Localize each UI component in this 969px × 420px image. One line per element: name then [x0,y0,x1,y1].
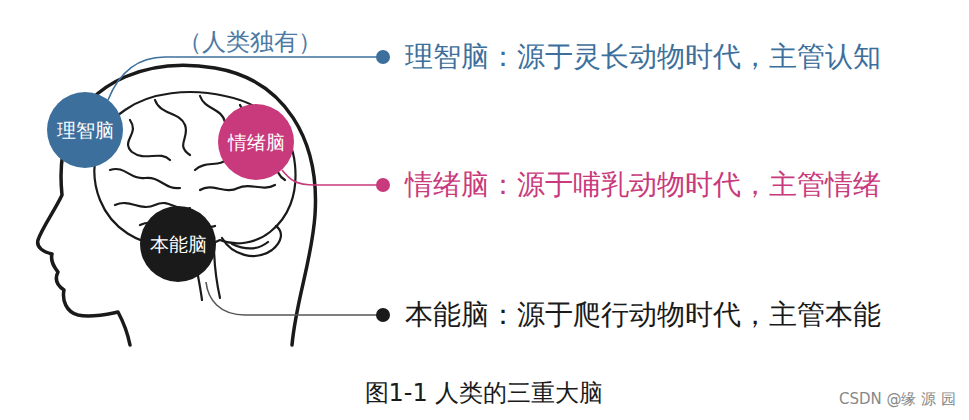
circle-label: 本能脑 [150,234,207,255]
leader-dot [376,308,390,322]
brain-circle: 理智脑 [47,92,123,168]
brain-circle: 情绪脑 [218,104,294,180]
description-label: 理智脑：源于灵长动物时代，主管认知 [405,40,881,74]
cerebellum [222,226,281,256]
leader-line [206,282,383,315]
head-outline [38,65,316,345]
brain-circle: 本能脑 [140,206,216,282]
leader-dot [376,50,390,64]
figure-caption: 图1-1 人类的三重大脑 [365,379,604,408]
circle-label: 理智脑 [57,120,114,141]
note-label: （人类独有） [178,28,322,57]
description-label: 本能脑：源于爬行动物时代，主管本能 [405,298,881,332]
watermark: CSDN @缘 源 园 [839,390,956,408]
leader-line [108,57,383,100]
description-label: 情绪脑：源于哺乳动物时代，主管情绪 [405,168,881,202]
leader-line [282,170,383,185]
circle-label: 情绪脑 [228,132,285,153]
leader-dot [376,178,390,192]
